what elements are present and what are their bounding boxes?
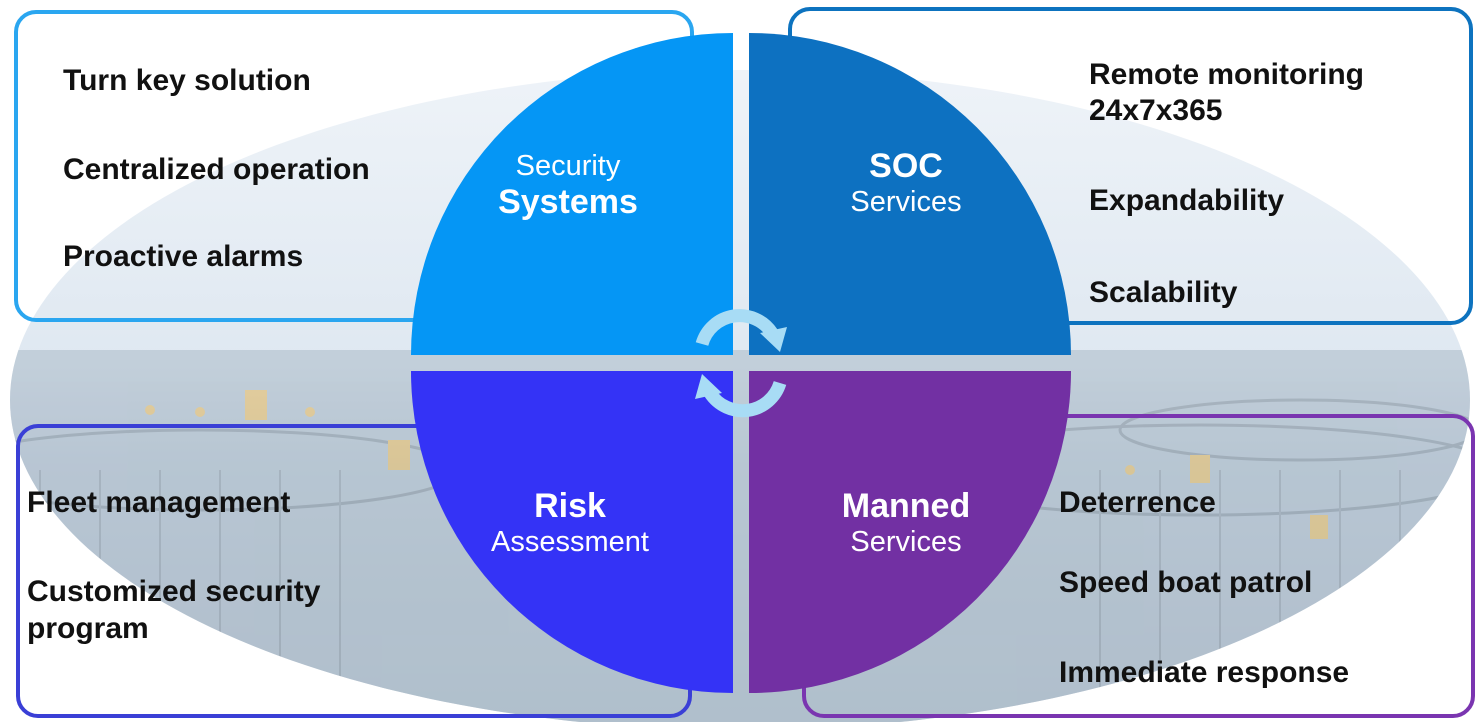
item-deterrence: Deterrence [1059, 486, 1216, 519]
arrow-head-top [760, 327, 787, 352]
quadrant-security-systems [411, 33, 733, 355]
item-immediate-response: Immediate response [1059, 656, 1350, 689]
item-turn-key: Turn key solution [63, 64, 311, 97]
label-risk: Risk [534, 487, 606, 525]
item-remote-monitoring: Remote monitoring [1089, 58, 1364, 91]
label-soc: SOC [869, 147, 943, 185]
quadrant-risk-assessment [411, 371, 733, 693]
item-speed-boat: Speed boat patrol [1059, 566, 1313, 599]
label-soc-services-sub: Services [850, 186, 962, 218]
label-systems: Systems [498, 183, 638, 221]
item-proactive: Proactive alarms [63, 240, 304, 273]
item-expandability: Expandability [1089, 184, 1285, 217]
item-centralized: Centralized operation [63, 153, 370, 186]
label-assessment: Assessment [491, 526, 649, 558]
label-security: Security [515, 150, 621, 182]
quadrant-manned-services [749, 371, 1071, 693]
item-customized: Customized security [27, 575, 321, 608]
item-scalability: Scalability [1089, 276, 1238, 309]
item-fleet: Fleet management [27, 486, 291, 519]
label-risk-assessment: Risk Assessment [450, 488, 690, 560]
label-soc-services: SOC Services [786, 148, 1026, 220]
circular-arrows-icon [695, 309, 787, 418]
item-program: program [27, 612, 149, 645]
item-24x7x365: 24x7x365 [1089, 94, 1223, 127]
label-manned-services: Manned Services [786, 488, 1026, 560]
quadrant-soc-services [749, 33, 1071, 355]
arrow-head-bottom [695, 374, 722, 399]
label-security-systems: Security Systems [448, 148, 688, 220]
label-manned: Manned [841, 487, 971, 525]
label-manned-services-sub: Services [850, 526, 962, 558]
